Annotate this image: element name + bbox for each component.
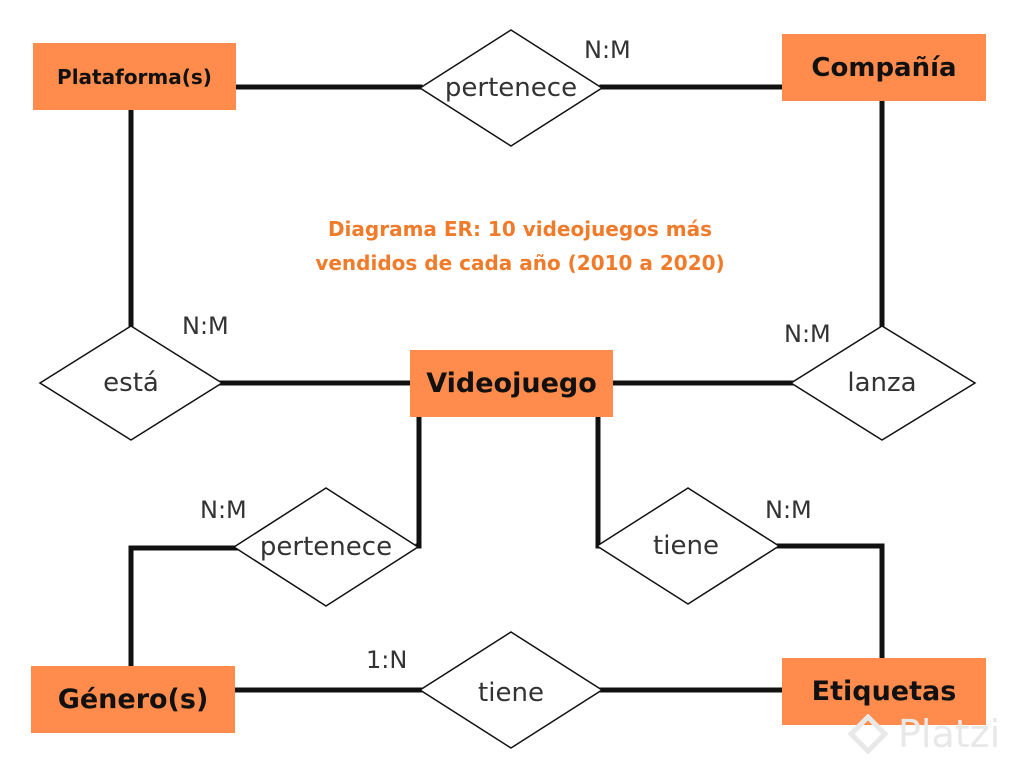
- diamond-pertenece-top: [418, 29, 604, 147]
- rel-label-tiene-bottom: tiene: [478, 678, 544, 708]
- diamond-pertenece-bottom: [232, 487, 420, 607]
- cardinality-pertenece-top: N:M: [584, 36, 631, 64]
- line-tiene-etiquetas: [775, 543, 885, 661]
- line-videojuego-tiene: [595, 414, 603, 549]
- diagram-title-line1: Diagrama ER: 10 videojuegos más: [327, 217, 713, 241]
- entity-plataforma: Plataforma(s): [33, 43, 236, 110]
- cardinality-tiene-bottom: 1:N: [366, 646, 408, 674]
- rel-label-esta: está: [103, 368, 159, 398]
- entity-videojuego: Videojuego: [410, 350, 613, 417]
- watermark-text: Platzi: [898, 712, 1001, 756]
- cardinality-tiene-right: N:M: [765, 496, 812, 524]
- diamond-esta: [38, 325, 224, 441]
- platzi-logo-icon: [848, 714, 888, 754]
- diamond-lanza: [789, 325, 977, 441]
- diagram-title: Diagrama ER: 10 videojuegos más vendidos…: [260, 212, 780, 280]
- entity-etiquetas: Etiquetas: [782, 658, 986, 725]
- line-videojuego-pertenece: [415, 414, 422, 549]
- entity-genero: Género(s): [31, 666, 235, 733]
- cardinality-lanza: N:M: [784, 320, 831, 348]
- cardinality-esta: N:M: [182, 312, 229, 340]
- diamond-tiene-bottom: [418, 631, 604, 749]
- rel-label-tiene-right: tiene: [653, 531, 719, 561]
- rel-label-lanza: lanza: [847, 368, 917, 398]
- rel-label-pertenece-bottom: pertenece: [259, 532, 393, 562]
- line-pertenece-genero: [128, 545, 241, 669]
- entity-compania: Compañía: [782, 34, 986, 101]
- cardinality-pertenece-bottom: N:M: [200, 496, 247, 524]
- platzi-watermark: Platzi: [848, 712, 1000, 756]
- diamond-tiene-right: [595, 487, 781, 605]
- rel-label-pertenece-top: pertenece: [444, 73, 578, 103]
- diagram-title-line2: vendidos de cada año (2010 a 2020): [315, 251, 725, 275]
